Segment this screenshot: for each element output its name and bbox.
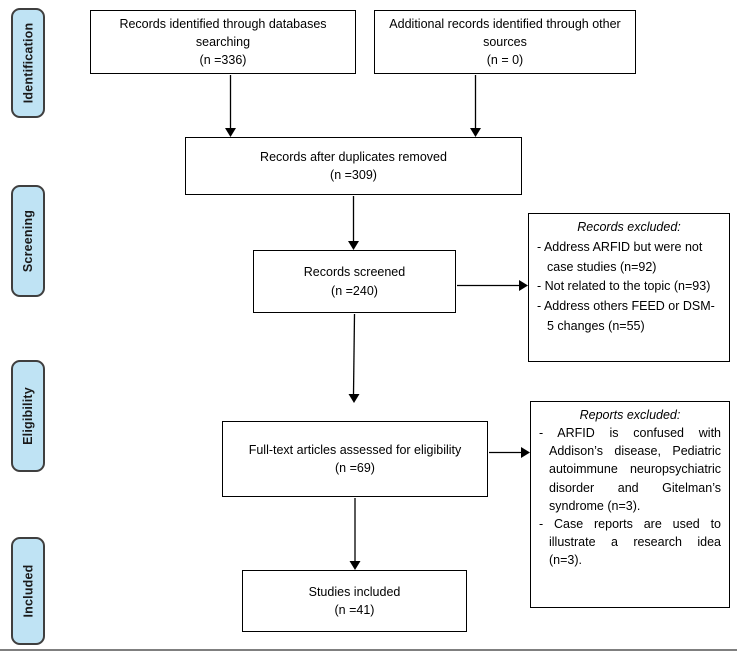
excluded-reason: - ARFID is confused with Addison’s disea… (539, 426, 721, 513)
arrow-screened-to-fulltext (348, 313, 360, 403)
stage-label-text: Included (21, 564, 35, 618)
arrow-dbsearch-to-duplicates (225, 75, 236, 137)
box-records-screened: Records screened (n =240) (253, 250, 456, 313)
excluded-reason: - Case reports are used to illustrate a … (539, 516, 721, 567)
box-count: (n =309) (330, 168, 377, 182)
box-title: Records identified through databases sea… (119, 16, 327, 49)
box-title: Additional records identified through ot… (389, 16, 621, 49)
box-title: Records screened (303, 265, 406, 280)
stage-label-included: Included (11, 537, 45, 645)
box-title: Full-text articles assessed for eligibil… (248, 442, 462, 457)
box-records-after-duplicates-removed: Records after duplicates removed (n =309… (185, 137, 522, 195)
arrow-duplicates-to-screened (348, 196, 359, 250)
arrow-fulltext-to-reports-excluded (489, 447, 530, 458)
box-title: Studies included (308, 584, 401, 599)
box-records-excluded: Records excluded: - Address ARFID but we… (528, 213, 730, 362)
excluded-reason: - Address ARFID but were not case studie… (537, 239, 703, 274)
box-fulltext-assessed: Full-text articles assessed for eligibil… (222, 421, 488, 497)
excluded-reason: - Address others FEED or DSM-5 changes (… (537, 299, 715, 333)
stage-label-text: Identification (21, 22, 36, 104)
box-reports-excluded: Reports excluded: - ARFID is confused wi… (530, 401, 730, 608)
bottom-divider-rule (0, 649, 737, 651)
box-records-identified-databases: Records identified through databases sea… (90, 10, 356, 74)
stage-label-identification: Identification (11, 8, 45, 118)
stage-label-screening: Screening (11, 185, 45, 297)
stage-label-text: Eligibility (21, 387, 36, 445)
box-studies-included: Studies included (n =41) (242, 570, 467, 632)
box-count: (n =41) (334, 603, 375, 617)
box-count: (n = 0) (486, 53, 524, 68)
box-count: (n =240) (331, 283, 378, 298)
box-count: (n =69) (335, 461, 375, 475)
arrow-screened-to-records-excluded (457, 280, 528, 291)
arrow-othersources-to-duplicates (470, 75, 481, 137)
box-title: Records after duplicates removed (260, 149, 447, 164)
box-count: (n =336) (199, 53, 247, 68)
sidebox-title: Records excluded: (577, 220, 681, 234)
arrow-fulltext-to-included (349, 498, 361, 570)
sidebox-title: Reports excluded: (579, 408, 681, 422)
box-additional-records-other-sources: Additional records identified through ot… (374, 10, 636, 74)
stage-label-eligibility: Eligibility (11, 360, 45, 472)
excluded-reason: - Not related to the topic (n=93) (537, 279, 711, 294)
stage-label-text: Screening (21, 209, 35, 273)
